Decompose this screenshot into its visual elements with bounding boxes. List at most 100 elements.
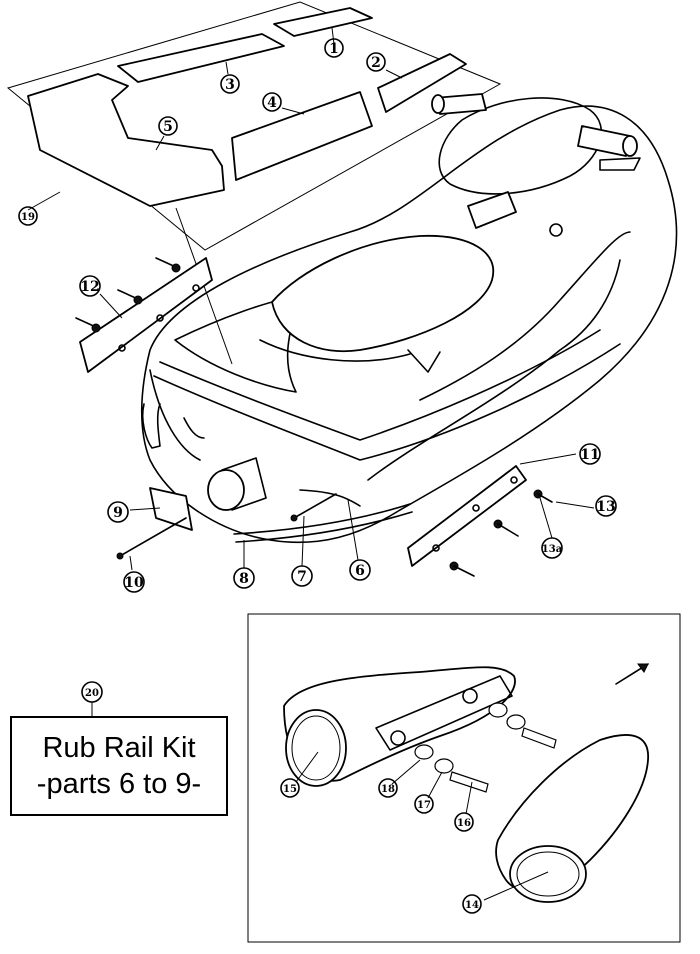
seat-base [259, 339, 411, 362]
right-handlebar [577, 125, 631, 157]
screw-7-head [290, 514, 298, 522]
gunwale-lower [153, 343, 621, 461]
bracket-12 [79, 257, 213, 373]
leader-13 [555, 501, 595, 509]
leader-12 [99, 293, 123, 319]
seat [271, 235, 495, 353]
screw-10-head [116, 552, 124, 560]
cone-14-opening [509, 845, 587, 903]
throttle-lever [599, 157, 641, 171]
watercraft-hull [140, 93, 678, 544]
callout-2: 2 [366, 52, 386, 72]
bracket-11-hole [472, 504, 480, 512]
right-grip-end [622, 135, 638, 157]
clip-9 [149, 487, 193, 531]
callout-3: 3 [220, 74, 240, 94]
left-grip-end [431, 94, 445, 114]
arm-hole [390, 730, 406, 746]
callout-20: 20 [81, 681, 103, 703]
nozzle-15-opening [285, 709, 347, 787]
callout-12: 12 [79, 275, 101, 297]
leader-13a [539, 497, 553, 539]
leader-2 [385, 69, 403, 79]
leader-7 [301, 515, 305, 567]
callout-18: 18 [378, 778, 398, 798]
bracket-12-hole [118, 344, 126, 352]
leader-3 [225, 61, 229, 75]
stern-edge [149, 369, 201, 461]
bolt-upper [521, 727, 557, 749]
callout-1: 1 [324, 38, 344, 58]
callout-17: 17 [414, 794, 434, 814]
callout-4-label: 4 [267, 95, 277, 111]
bracket-11-hole [432, 544, 440, 552]
mat-4 [231, 91, 373, 181]
callout-6: 6 [349, 559, 371, 581]
leader-10 [129, 555, 133, 571]
screw-7 [293, 493, 337, 519]
callout-11-label: 11 [580, 447, 599, 463]
leader-6 [347, 499, 359, 561]
callout-7-label: 7 [297, 569, 307, 585]
callout-7: 7 [291, 565, 313, 587]
callout-14: 14 [462, 894, 482, 914]
nozzle-15-rim [291, 715, 341, 781]
callout-19-label: 19 [21, 212, 35, 223]
callout-20-label: 20 [85, 688, 99, 699]
callout-19: 19 [18, 206, 38, 226]
nozzle-detail-panel [247, 613, 681, 943]
callout-13-label: 13 [596, 499, 615, 515]
leader-4 [281, 107, 305, 115]
hull-outline [140, 105, 678, 544]
reboarding-step [183, 417, 205, 439]
leader-1 [331, 27, 335, 45]
bracket-11-hole [510, 476, 518, 484]
callout-11: 11 [579, 443, 601, 465]
callout-13a: 13a [541, 537, 563, 559]
leader-15 [295, 751, 319, 783]
callout-10: 10 [123, 571, 145, 593]
callout-14-label: 14 [465, 900, 479, 911]
rub-rail-8 [233, 503, 411, 535]
mat-kit-panel [6, 1, 502, 365]
bracket-12-hole [192, 284, 200, 292]
rub-rail-6 [299, 489, 361, 507]
bracket-12-hole [156, 314, 164, 322]
jet-nozzle [207, 469, 245, 511]
display-window [467, 191, 517, 229]
mat-1 [273, 7, 373, 37]
rub-rail-8-lower [235, 511, 413, 543]
callout-9: 9 [107, 501, 129, 523]
bracket-11 [407, 465, 527, 567]
callout-17-label: 17 [417, 800, 431, 811]
callout-2-label: 2 [371, 55, 381, 71]
callout-13: 13 [595, 495, 617, 517]
detail-frame [247, 613, 681, 943]
washer-upper [506, 714, 526, 730]
callout-4: 4 [262, 92, 282, 112]
callout-6-label: 6 [355, 563, 365, 579]
screw-10 [119, 517, 187, 557]
washer-17 [434, 758, 454, 774]
kit-box-subtitle: -parts 6 to 9- [36, 768, 202, 800]
gunwale-line [159, 329, 601, 441]
leader-14 [483, 871, 549, 901]
callout-5: 5 [158, 116, 178, 136]
callout-13a-label: 13a [542, 544, 563, 555]
mat-3 [117, 33, 285, 83]
callout-3-label: 3 [225, 77, 235, 93]
leader-11 [519, 453, 577, 465]
leader-16 [465, 781, 473, 815]
callout-15-label: 15 [283, 784, 297, 795]
callout-1-label: 1 [329, 41, 339, 57]
screw-set-12 [75, 257, 181, 333]
callout-16-label: 16 [457, 818, 471, 829]
kit-box-title: Rub Rail Kit [42, 732, 196, 764]
callout-10-label: 10 [124, 575, 144, 591]
hardware [75, 257, 595, 577]
callout-18-label: 18 [381, 784, 395, 795]
callout-15: 15 [280, 778, 300, 798]
leader-18 [391, 759, 421, 785]
rear-handle [141, 403, 161, 449]
